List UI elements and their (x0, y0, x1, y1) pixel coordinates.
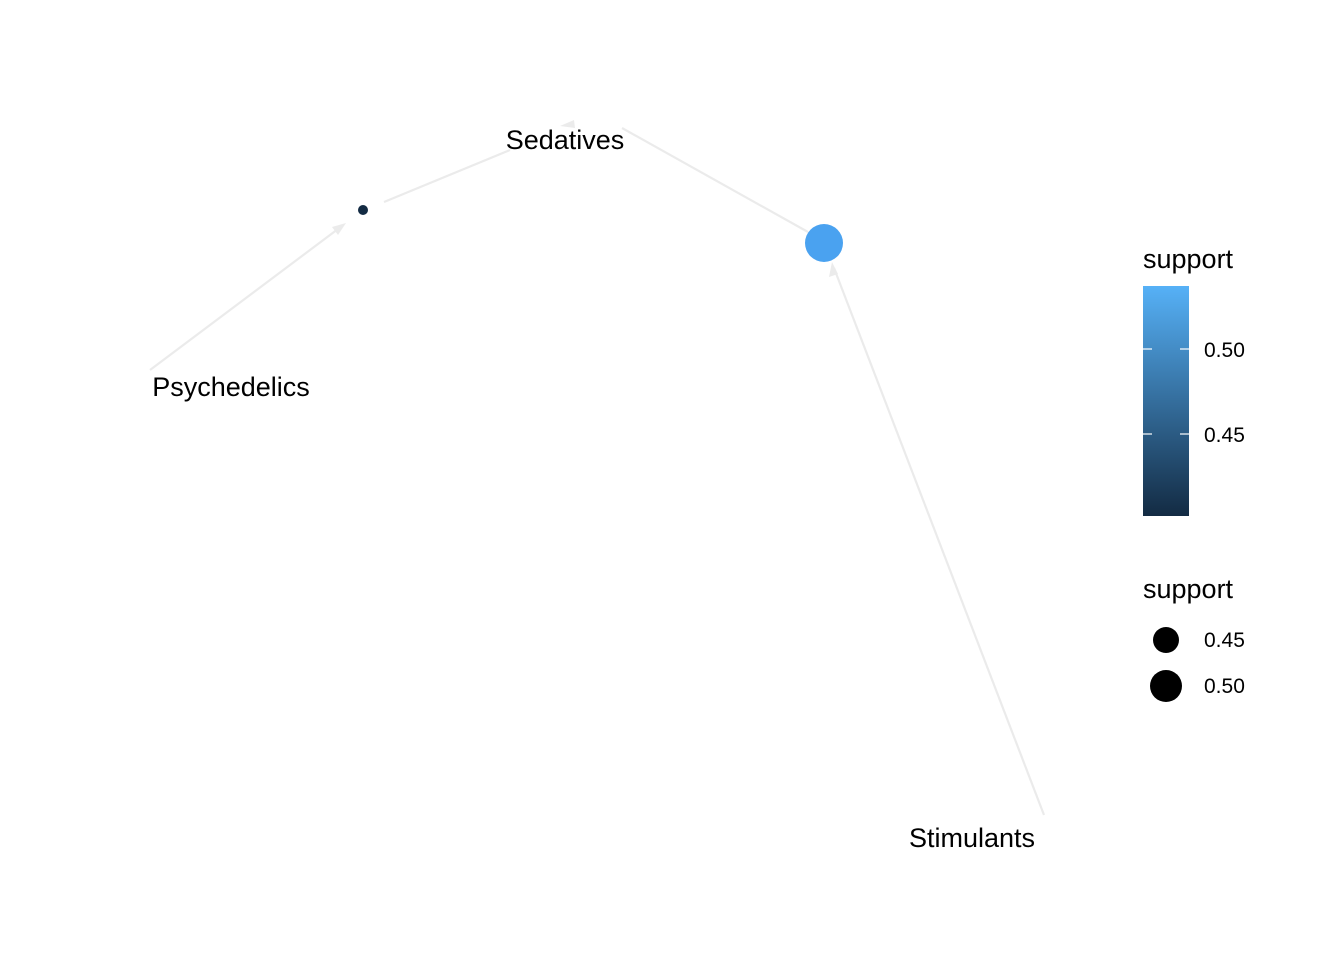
size-legend: support 0.45 0.50 (1143, 574, 1245, 702)
color-legend-tick-label-0: 0.50 (1204, 339, 1245, 362)
edge-rule2-to-sedatives (621, 127, 809, 233)
node-label-sedatives: Sedatives (506, 125, 625, 155)
edge-stimulants-to-rule2 (832, 267, 1046, 816)
arrowhead-rule1-in (332, 223, 346, 235)
rule-node-2[interactable] (805, 224, 843, 262)
size-legend-label-large: 0.50 (1204, 675, 1245, 698)
node-label-stimulants: Stimulants (909, 823, 1035, 853)
color-legend-title: support (1143, 244, 1234, 274)
item-labels: Sedatives Psychedelics Stimulants (152, 125, 1035, 853)
size-legend-label-small: 0.45 (1204, 629, 1245, 652)
edge-rule1-to-sedatives (383, 148, 511, 204)
color-legend-bar (1143, 286, 1189, 516)
color-legend-tick-label-1: 0.45 (1204, 424, 1245, 447)
arrowhead-rule2-in (829, 262, 838, 277)
size-legend-dot-large (1150, 670, 1182, 702)
size-legend-dot-small (1153, 627, 1179, 653)
rule-node-1[interactable] (358, 205, 368, 215)
arrowhead-sedatives-in (560, 120, 575, 128)
edge-psychedelics-to-rule1 (149, 225, 343, 371)
size-legend-title: support (1143, 574, 1234, 604)
node-label-psychedelics: Psychedelics (152, 372, 310, 402)
rule-nodes (358, 205, 843, 262)
color-legend: support 0.50 0.45 (1143, 244, 1245, 516)
edges (149, 120, 1046, 816)
